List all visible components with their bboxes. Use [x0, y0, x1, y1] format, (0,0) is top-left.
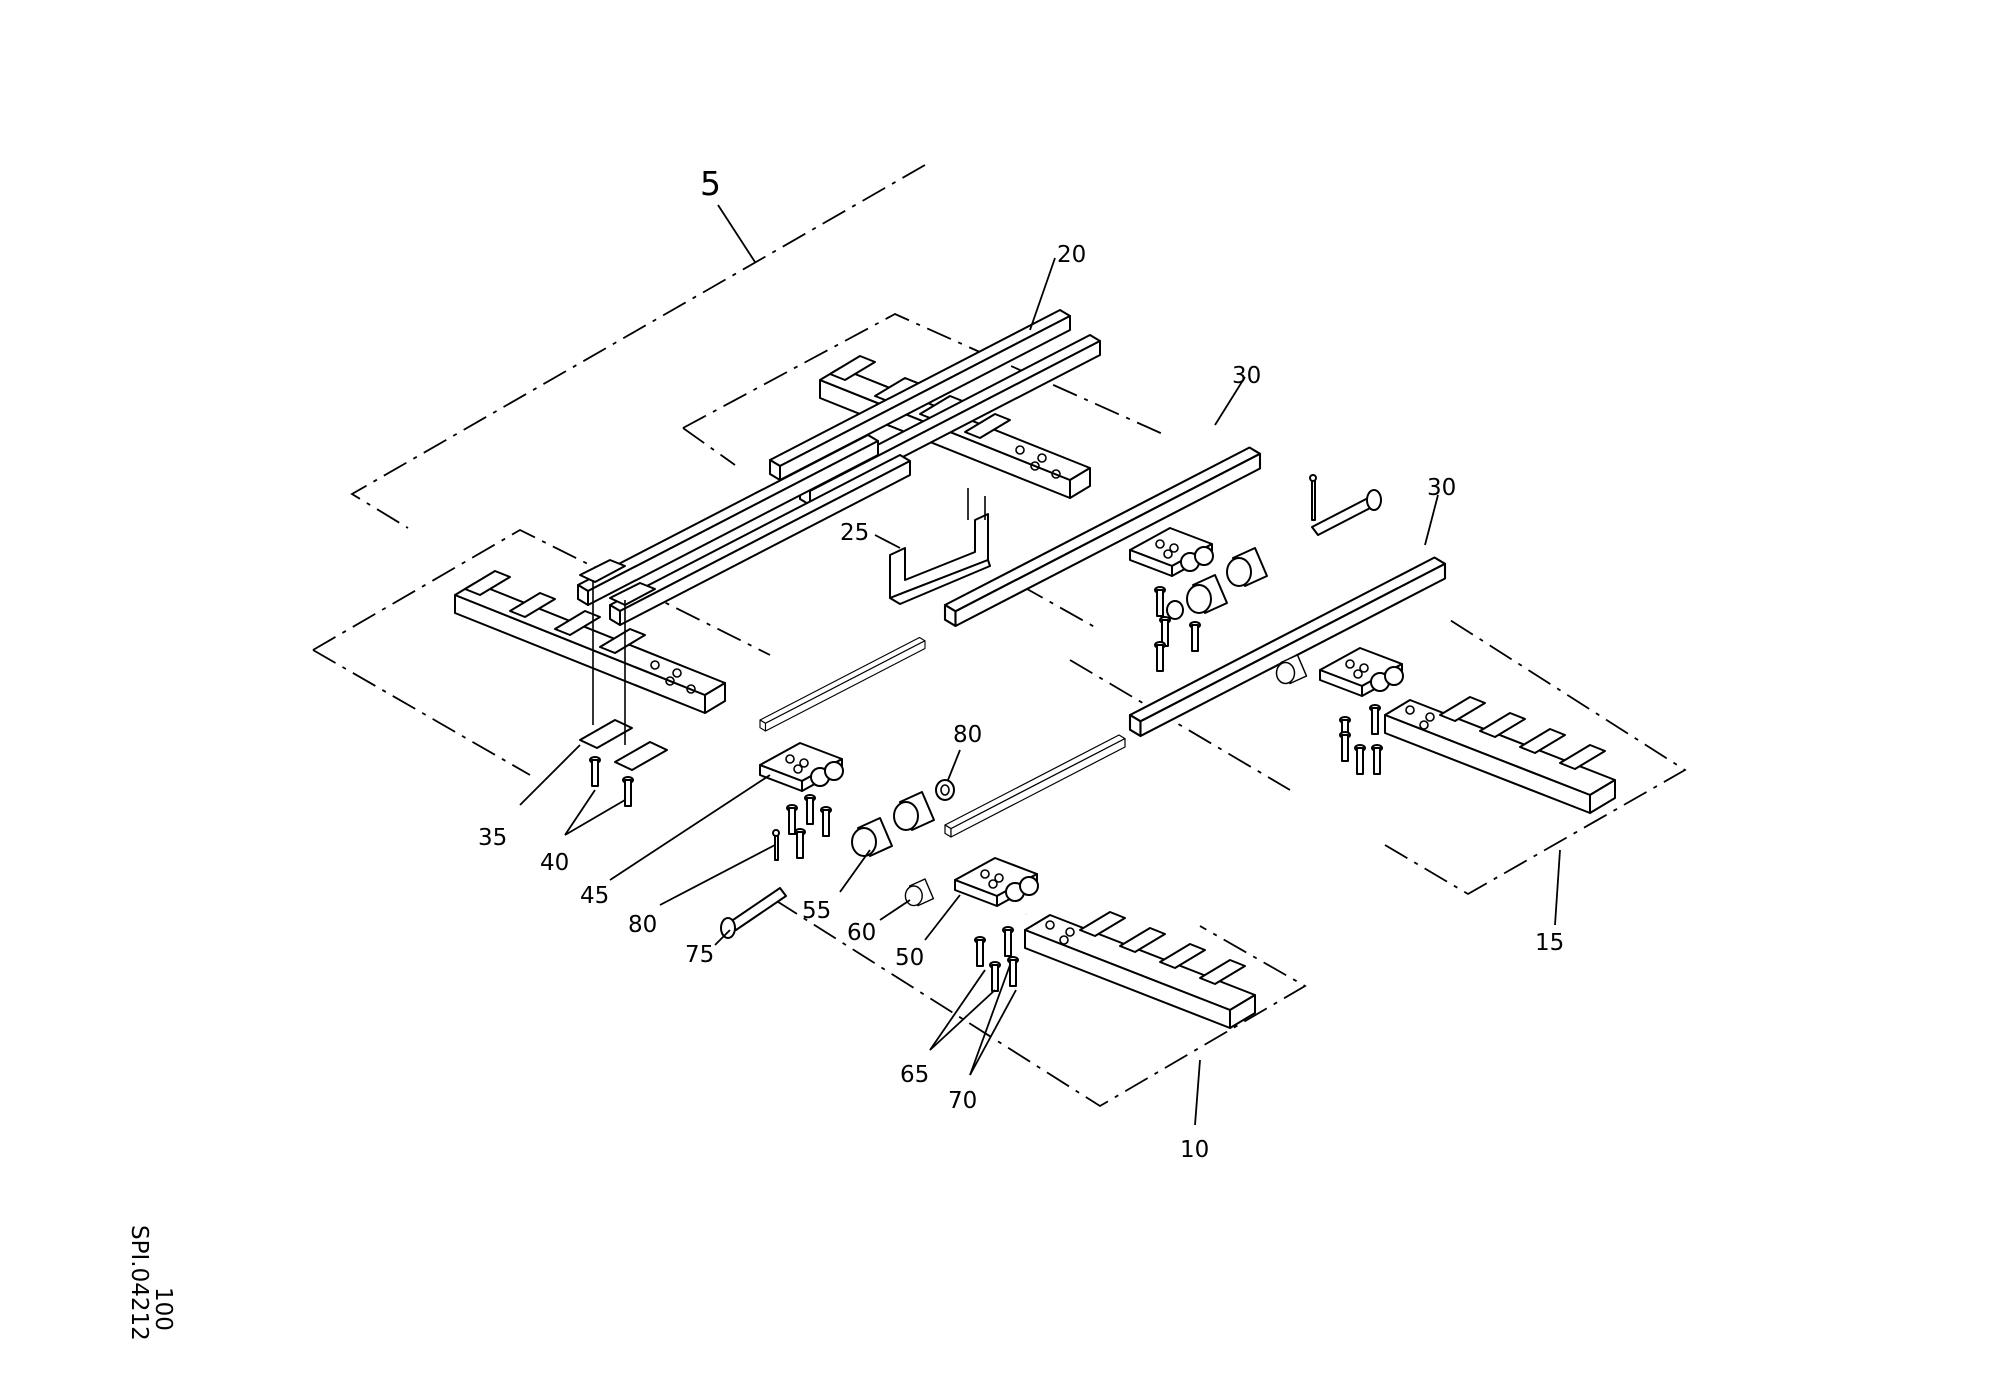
bolts-right	[1339, 704, 1383, 775]
callout-labels: 5 20 30 30 25 80 35 40 45 80 75 55 60 50…	[478, 164, 1564, 1163]
rail-lower-left	[759, 636, 926, 732]
callout-10: 10	[1180, 1137, 1209, 1163]
link-right	[1319, 647, 1404, 697]
link-35-plates	[579, 559, 668, 771]
callout-65: 65	[900, 1062, 929, 1088]
pin-75	[720, 887, 787, 939]
bushing-60	[904, 878, 935, 907]
bolts-65	[974, 936, 1001, 992]
bushing-upper-2	[1226, 547, 1268, 587]
callout-30-right: 30	[1427, 475, 1456, 501]
drawing-code: SPI.04212 100	[126, 1225, 176, 1341]
bushing-55	[851, 817, 893, 857]
link-upper-right	[1129, 527, 1214, 577]
callout-40: 40	[540, 850, 569, 876]
frame-15	[1019, 584, 1687, 896]
rail-lower-mid	[944, 734, 1126, 838]
washer-80	[935, 779, 955, 801]
bushing-mid	[893, 791, 935, 831]
track-shoe-15	[1384, 696, 1616, 814]
callout-20: 20	[1057, 242, 1086, 268]
drawing-code-line1: SPI.04212	[126, 1225, 152, 1341]
link-50	[954, 857, 1039, 907]
track-shoe-10	[1024, 911, 1256, 1029]
callout-50: 50	[895, 945, 924, 971]
leader-lines	[519, 204, 1561, 1126]
callout-5: 5	[700, 164, 721, 203]
callout-15: 15	[1535, 930, 1564, 956]
callout-80-washer: 80	[953, 722, 982, 748]
drawing-code-line2: 100	[150, 1287, 176, 1331]
link-45	[759, 742, 844, 792]
assembly-lines	[592, 488, 986, 745]
pin-upper	[1309, 474, 1382, 536]
callout-80-pin: 80	[628, 912, 657, 938]
frame-left-shoe	[312, 528, 771, 776]
callout-25: 25	[840, 520, 869, 546]
bolts-45	[786, 794, 832, 859]
bushing-upper-1	[1186, 574, 1228, 614]
pin-80	[772, 829, 780, 861]
clip-25	[889, 513, 991, 605]
callout-75: 75	[685, 942, 714, 968]
callout-60: 60	[847, 920, 876, 946]
callout-55: 55	[802, 898, 831, 924]
callout-70: 70	[948, 1088, 977, 1114]
washer-upper	[1166, 600, 1184, 620]
callout-45: 45	[580, 883, 609, 909]
frame-10	[774, 899, 1307, 1108]
callout-30-upper: 30	[1232, 363, 1261, 389]
callout-35: 35	[478, 825, 507, 851]
frame-group-5	[350, 164, 926, 529]
frame-upper-shoe	[682, 312, 1166, 466]
